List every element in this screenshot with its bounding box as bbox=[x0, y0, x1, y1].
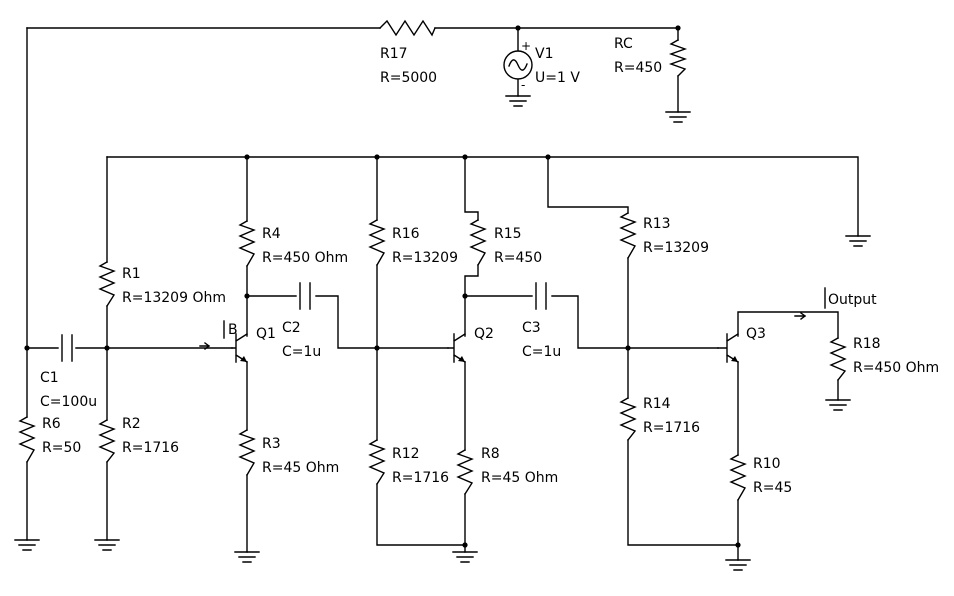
wires bbox=[26, 27, 859, 561]
label-r10-name: R10 bbox=[753, 456, 781, 472]
label-r14-name: R14 bbox=[643, 396, 671, 412]
resistor-r3 bbox=[238, 429, 256, 476]
resistor-r10 bbox=[729, 454, 747, 501]
label-r1-value: R=13209 Ohm bbox=[122, 290, 226, 306]
resistor-r18 bbox=[829, 337, 847, 381]
label-q1-pin-b: B bbox=[228, 322, 238, 338]
label-v1-name: V1 bbox=[535, 46, 553, 62]
label-r4-name: R4 bbox=[262, 226, 281, 242]
label-c1-value: C=100u bbox=[40, 394, 97, 410]
label-r10-value: R=45 bbox=[753, 480, 792, 496]
capacitor-c2 bbox=[299, 282, 311, 310]
resistor-r16 bbox=[368, 219, 386, 266]
label-output: Output bbox=[828, 292, 877, 308]
resistor-r2 bbox=[98, 419, 116, 463]
label-v1-value: U=1 V bbox=[535, 70, 580, 86]
label-r16-name: R16 bbox=[392, 226, 420, 242]
resistor-r12 bbox=[368, 439, 386, 485]
label-q2-name: Q2 bbox=[474, 326, 494, 342]
label-r13-value: R=13209 bbox=[643, 240, 709, 256]
label-r17-name: R17 bbox=[380, 46, 408, 62]
ground-symbols bbox=[14, 95, 871, 571]
label-r6-value: R=50 bbox=[42, 440, 81, 456]
transistor-q2 bbox=[447, 333, 466, 363]
resistor-r8 bbox=[456, 449, 474, 495]
label-c3-value: C=1u bbox=[522, 344, 561, 360]
label-rc-name: RC bbox=[614, 36, 633, 52]
resistor-r17 bbox=[379, 19, 436, 37]
label-c3-name: C3 bbox=[522, 320, 541, 336]
label-r14-value: R=1716 bbox=[643, 420, 700, 436]
label-v1-minus: - bbox=[521, 78, 525, 92]
junction-dots bbox=[24, 25, 741, 548]
resistor-rc bbox=[668, 39, 688, 77]
resistor-r15 bbox=[469, 219, 487, 266]
probe-output bbox=[794, 287, 826, 320]
label-r12-value: R=1716 bbox=[392, 470, 449, 486]
label-r15-name: R15 bbox=[494, 226, 522, 242]
label-r12-name: R12 bbox=[392, 446, 420, 462]
resistor-r14 bbox=[619, 397, 637, 441]
label-r2-value: R=1716 bbox=[122, 440, 179, 456]
label-r4-value: R=450 Ohm bbox=[262, 250, 348, 266]
label-c2-name: C2 bbox=[282, 320, 301, 336]
probe-b bbox=[199, 320, 225, 350]
label-q1-name: Q1 bbox=[256, 326, 276, 342]
label-r13-name: R13 bbox=[643, 216, 671, 232]
label-rc-value: R=450 bbox=[614, 60, 662, 76]
labels: R17 R=5000 + - V1 U=1 V RC R=450 R1 R=13… bbox=[40, 36, 939, 496]
label-r15-value: R=450 bbox=[494, 250, 542, 266]
capacitor-c1 bbox=[61, 334, 73, 362]
label-r8-name: R8 bbox=[481, 446, 500, 462]
transistor-q1 bbox=[231, 333, 248, 363]
label-r3-value: R=45 Ohm bbox=[262, 460, 339, 476]
resistor-r6 bbox=[18, 416, 36, 463]
label-r18-value: R=450 Ohm bbox=[853, 360, 939, 376]
label-c2-value: C=1u bbox=[282, 344, 321, 360]
label-r3-name: R3 bbox=[262, 436, 281, 452]
resistor-r4 bbox=[238, 220, 256, 267]
label-r16-value: R=13209 bbox=[392, 250, 458, 266]
transistor-q3 bbox=[717, 333, 739, 363]
label-q3-name: Q3 bbox=[746, 326, 766, 342]
capacitor-c3 bbox=[535, 282, 547, 310]
label-r2-name: R2 bbox=[122, 416, 141, 432]
label-r17-value: R=5000 bbox=[380, 70, 437, 86]
voltage-source-v1 bbox=[503, 50, 533, 80]
label-v1-plus: + bbox=[521, 39, 531, 53]
label-c1-name: C1 bbox=[40, 370, 59, 386]
label-r8-value: R=45 Ohm bbox=[481, 470, 558, 486]
resistor-r1 bbox=[98, 261, 116, 307]
resistor-r13 bbox=[619, 212, 637, 259]
label-r6-name: R6 bbox=[42, 416, 61, 432]
label-r1-name: R1 bbox=[122, 266, 141, 282]
label-r18-name: R18 bbox=[853, 336, 881, 352]
